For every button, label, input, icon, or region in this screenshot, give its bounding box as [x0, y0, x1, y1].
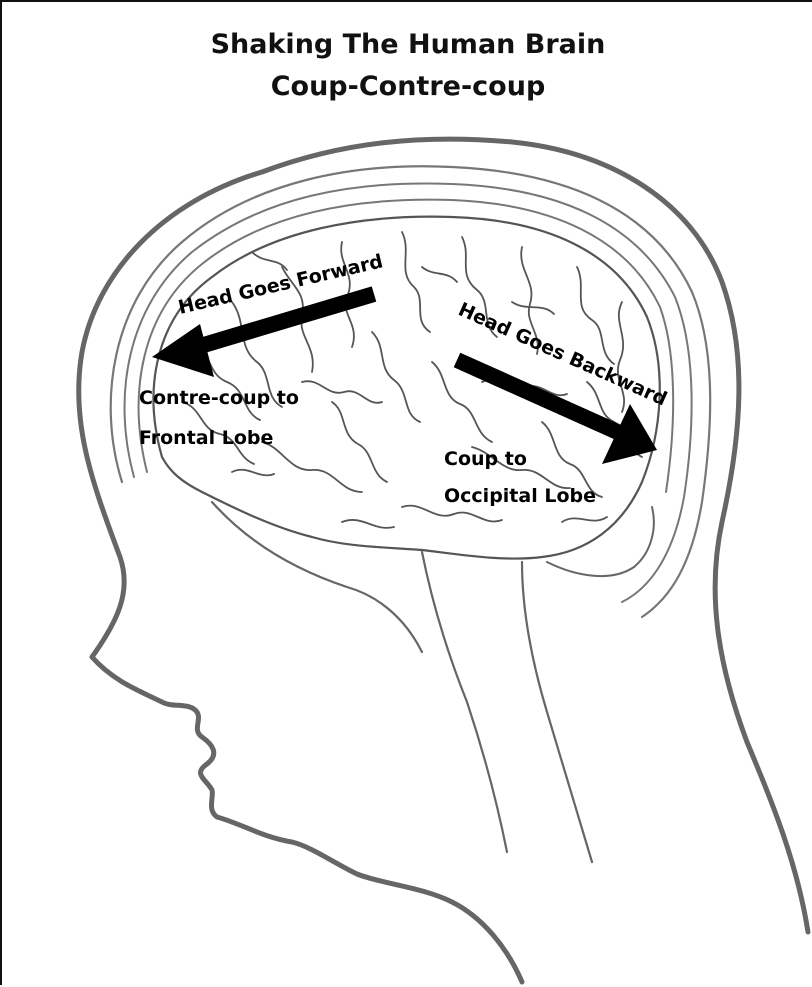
brainstem-back	[522, 562, 592, 862]
brainstem-front	[422, 552, 507, 852]
brain-folds	[182, 232, 642, 528]
cerebellum	[547, 507, 654, 576]
skull-base	[212, 502, 422, 652]
label-contrecoup-line1: Contre-coup to	[139, 387, 299, 409]
label-coup-line2: Occipital Lobe	[444, 485, 596, 507]
label-contrecoup-line2: Frontal Lobe	[139, 427, 273, 449]
label-head-goes-backward: Head Goes Backward	[455, 298, 670, 410]
head-outline	[79, 139, 808, 982]
label-coup-line1: Coup to	[444, 448, 527, 470]
